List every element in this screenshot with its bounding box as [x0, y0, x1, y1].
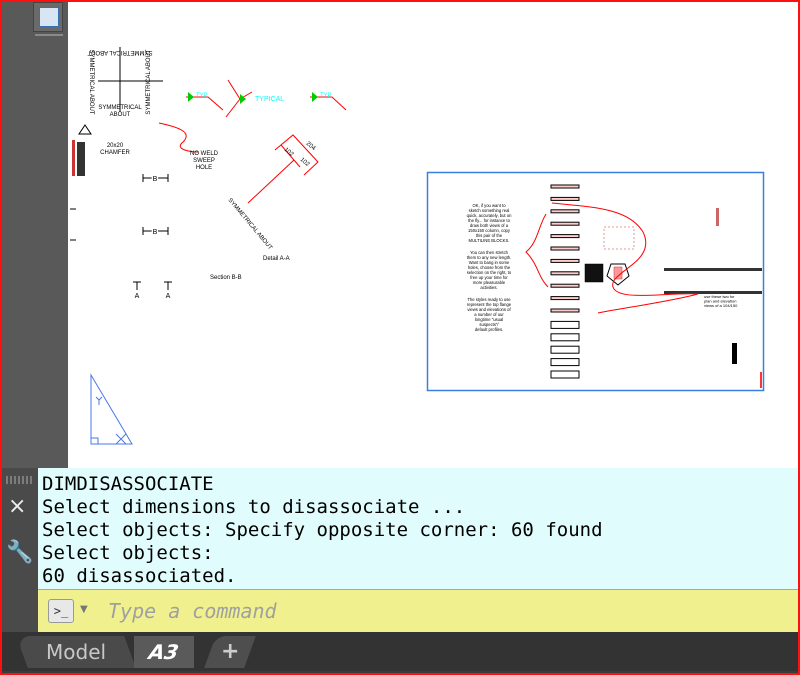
layout-tabs: Model A3 +: [2, 632, 798, 671]
drawing: SYMMETRICAL ABOUT SYMMETRICAL ABOUT SYMM…: [70, 47, 765, 445]
triangle-symbol: [90, 373, 133, 445]
dim-204: 204: [305, 141, 317, 152]
no-weld-label-2: SWEEP: [193, 158, 215, 164]
profile-block: [550, 196, 580, 201]
profile-block: [550, 370, 580, 379]
profile-block: [550, 283, 580, 288]
sym-label-right: SYMMETRICAL ABOUT: [146, 49, 152, 114]
sym-label-bottom-2: ABOUT: [110, 112, 131, 118]
profile-block: [550, 271, 580, 276]
svg-text:TYPICAL: TYPICAL: [255, 96, 284, 103]
symmetry-cross: [98, 47, 163, 112]
profile-block: [550, 209, 580, 214]
left-toolbar: [2, 2, 68, 468]
tab-model[interactable]: Model: [16, 636, 136, 668]
tab-a3[interactable]: A3: [134, 636, 194, 668]
viewport-icon: [39, 7, 59, 27]
viewport-tool-button[interactable]: [33, 2, 63, 32]
profile-block-list: [550, 184, 580, 379]
profile-block: [550, 333, 580, 342]
leader-no-weld: [158, 122, 199, 153]
profile-block: [550, 296, 580, 301]
no-weld-label: NO WELD: [190, 151, 219, 157]
section-a-markers: [133, 281, 172, 290]
history-line: Select objects:: [42, 542, 214, 564]
chamfer-label: 20x20: [107, 143, 124, 149]
sym-label-left: SYMMETRICAL ABOUT: [88, 49, 94, 114]
section-a-label-1: A: [135, 293, 140, 300]
tab-label: A3: [144, 640, 184, 664]
hole-blocks: [584, 226, 635, 286]
drawing-canvas[interactable]: SYMMETRICAL ABOUT SYMMETRICAL ABOUT SYMM…: [68, 2, 798, 468]
profile-block: [550, 345, 580, 354]
profile-block: [550, 358, 580, 367]
command-prompt-icon[interactable]: >_: [48, 599, 74, 623]
no-weld-label-3: HOLE: [196, 165, 212, 171]
dim-102a: 102: [283, 147, 295, 158]
command-input[interactable]: [106, 594, 790, 628]
toolbar-divider: [35, 34, 63, 36]
detail-aa-label: Detail A-A: [263, 256, 290, 262]
profile-block: [550, 258, 580, 263]
dimension-bracket: [247, 134, 319, 204]
history-line: Select dimensions to disassociate ...: [42, 496, 466, 518]
history-line: DIMDISASSOCIATE: [42, 473, 214, 495]
chamfer-label-2: CHAMFER: [100, 150, 130, 156]
viewport-leaders: [525, 202, 699, 314]
plus-icon: +: [220, 639, 240, 664]
sym-label-bottom: SYMMETRICAL: [98, 105, 142, 111]
chevron-down-icon[interactable]: ▼: [80, 604, 88, 615]
add-layout-button[interactable]: +: [204, 636, 256, 668]
sym-label-top: SYMMETRICAL ABOUT: [87, 49, 152, 55]
close-icon[interactable]: ×: [8, 494, 27, 519]
section-b-label-1: B: [153, 176, 158, 183]
section-b-label-2: B: [153, 229, 158, 236]
beam-lines: [664, 208, 762, 388]
dim-102b: 102: [299, 157, 311, 168]
profile-block: [550, 221, 580, 226]
weld-symbol-1: TYP.: [186, 92, 224, 111]
section-b-markers: [142, 174, 169, 235]
drag-grip-handle[interactable]: [6, 476, 34, 484]
sym-label-diag: SYMMETRICAL ABOUT: [226, 197, 273, 251]
profile-block: [550, 246, 580, 251]
svg-text:TYP.: TYP.: [320, 93, 333, 99]
svg-text:TYP.: TYP.: [196, 93, 209, 99]
profile-block: [550, 234, 580, 239]
tab-label: Model: [45, 640, 107, 664]
command-line: >_ ▼: [38, 590, 798, 632]
section-a-label-2: A: [166, 293, 171, 300]
section-bb-label: Section B-B: [210, 275, 242, 281]
profile-block: [550, 308, 580, 313]
history-line: Select objects: Specify opposite corner:…: [42, 519, 603, 541]
command-history: DIMDISASSOCIATE Select dimensions to dis…: [38, 468, 798, 590]
weld-symbol-typical: TYPICAL: [225, 79, 284, 118]
wrench-icon[interactable]: 🔧: [6, 540, 34, 565]
history-line: 60 disassociated.: [42, 565, 237, 587]
profile-block: [550, 320, 580, 329]
command-line-sidebar: × 🔧: [2, 468, 38, 632]
revision-triangle: [78, 124, 92, 135]
layer-markers: [70, 140, 85, 241]
profile-block: [550, 184, 580, 189]
weld-symbol-2: TYP.: [310, 92, 347, 111]
